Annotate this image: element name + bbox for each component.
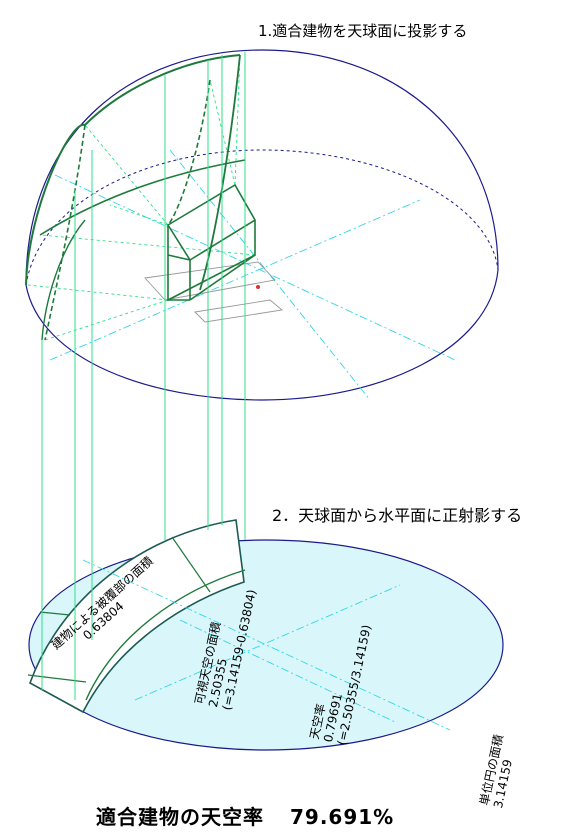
- building-projection-divider: [27, 536, 211, 683]
- unit-circle-label: 単位円の面積 3.14159: [476, 733, 515, 809]
- hemisphere-axes: [49, 149, 456, 401]
- projected-building-on-dome: [25, 54, 246, 341]
- step-2-caption: 2．天球面から水平面に正射影する: [272, 506, 523, 525]
- disk-axes: [82, 559, 451, 731]
- sky-ratio-result: 適合建物の天空率 79.691%: [96, 801, 394, 830]
- result-title: 適合建物の天空率: [96, 805, 264, 829]
- observation-point: [256, 285, 260, 289]
- orthographic-projection-lines: [41, 52, 246, 700]
- site-footprint: [144, 261, 284, 323]
- hemisphere-base-front: [25, 269, 499, 401]
- building-projection-inner-curve: [85, 569, 246, 701]
- projection-rays: [27, 54, 256, 341]
- result-value: 79.691%: [290, 805, 395, 829]
- sky-ratio-title: 天空率: [306, 702, 328, 740]
- hemisphere-base-back: [25, 149, 499, 286]
- hemisphere-outline: [25, 49, 499, 286]
- step-1-caption: 1.適合建物を天球面に投影する: [258, 22, 468, 40]
- building-projection-region: [29, 519, 245, 714]
